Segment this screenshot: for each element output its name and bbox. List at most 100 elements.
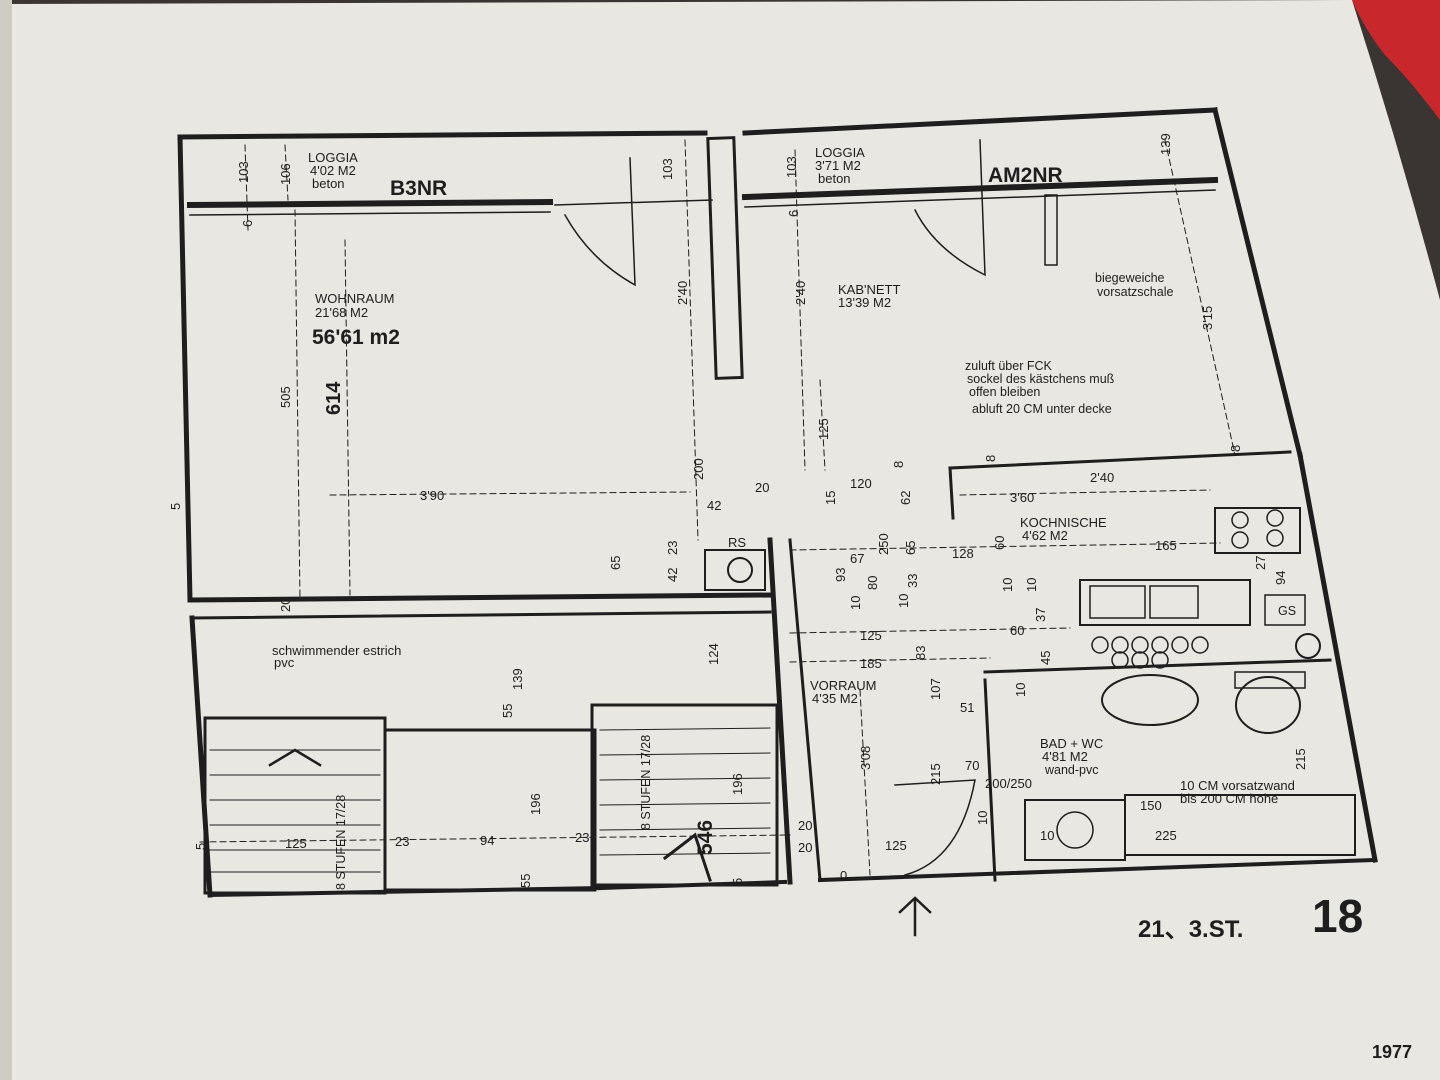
- dim-5-c: 5: [168, 503, 183, 510]
- dim-60-a: 60: [992, 536, 1007, 550]
- dim-8-b: 8: [983, 455, 998, 462]
- dim-15: 15: [823, 491, 838, 505]
- kabinett-title: KAB'NETT: [838, 282, 900, 297]
- dim-196-a: 196: [528, 793, 543, 815]
- wall-top-right: [742, 107, 1218, 136]
- gs-label: GS: [1278, 604, 1296, 618]
- dim-20-d: 20: [798, 840, 812, 855]
- dim-614: 614: [323, 381, 345, 415]
- dim-6-a: 6: [240, 220, 255, 227]
- toilet: [1235, 676, 1301, 734]
- wall-vorraum-left: [767, 537, 793, 885]
- dim-23-b: 23: [395, 834, 409, 849]
- stove-burner-2: [1266, 509, 1284, 527]
- dim-107: 107: [928, 678, 943, 700]
- dim-27: 27: [1253, 556, 1268, 570]
- dim-70: 70: [965, 758, 979, 773]
- dim-51: 51: [960, 700, 974, 715]
- unit-left-code: B3NR: [390, 177, 447, 200]
- dim-94-b: 94: [480, 833, 494, 848]
- floor-number: 18: [1312, 890, 1363, 942]
- stair-arrow-chevron: [268, 748, 322, 767]
- dim-80: 80: [865, 576, 880, 590]
- vorraum-title: VORRAUM: [810, 678, 876, 693]
- dim-10-f: 10: [975, 811, 990, 825]
- dim-83: 83: [913, 646, 928, 660]
- stair-treads-right: [599, 727, 771, 856]
- dim-124: 124: [706, 643, 721, 665]
- dim-240-c: 2'40: [1090, 470, 1114, 485]
- dim-315: 3'15: [1200, 306, 1215, 330]
- loggia-right-material: beton: [818, 171, 851, 186]
- wall-vorraum-left-2: [788, 538, 822, 882]
- dim-250: 250: [876, 533, 891, 555]
- ventilation-note-3: offen bleiben: [969, 385, 1040, 399]
- estrich-line-2: pvc: [274, 655, 295, 670]
- stufen-left-label: 8 STUFEN 17/28: [334, 795, 348, 890]
- dim-45: 45: [1038, 651, 1053, 665]
- unit-right-code: AM2NR: [988, 164, 1063, 187]
- dim-240-b: 2'40: [793, 281, 808, 305]
- loggia-right-title: LOGGIA: [815, 145, 865, 160]
- dim-125-c: 125: [885, 838, 907, 853]
- dim-10-b: 10: [896, 594, 911, 608]
- kitchen-sink-bowl-2: [1149, 585, 1199, 619]
- dim-8-c: 8: [1228, 445, 1243, 452]
- biegeweiche-line-1: biegeweiche: [1095, 271, 1165, 285]
- vorsatzwand-line-1: 10 CM vorsatzwand: [1180, 778, 1295, 793]
- dim-42: 42: [707, 498, 721, 513]
- washbasin: [1101, 674, 1199, 726]
- year-stamp: 1977: [1372, 1042, 1412, 1062]
- wohnraum-title: WOHNRAUM: [315, 291, 394, 306]
- dim-390: 3'90: [420, 488, 444, 503]
- kitchen-sink-bowl-1: [1089, 585, 1146, 619]
- dim-215-b: 215: [1293, 748, 1308, 770]
- dim-505: 505: [278, 386, 293, 408]
- kochnische-title: KOCHNISCHE: [1020, 515, 1107, 530]
- ventilation-note-2: sockel des kästchens muß: [967, 372, 1115, 386]
- dim-33: 33: [905, 574, 920, 588]
- wohnraum-area: 21'68 M2: [315, 305, 368, 320]
- rs-label: RS: [728, 535, 746, 550]
- wall-top-left: [177, 130, 708, 140]
- door-swing-kabinett: [913, 139, 986, 277]
- dim-23-a: 23: [665, 541, 680, 555]
- room-labels: LOGGIA 4'02 M2 beton B3NR LOGGIA 3'71 M2…: [272, 145, 1412, 1062]
- stair-big-number: 546: [694, 820, 717, 855]
- stove-burner-4: [1266, 529, 1284, 547]
- dim-20-b: 20: [278, 598, 293, 612]
- dim-225: 225: [1155, 828, 1177, 843]
- wall-left-lower: [189, 615, 213, 898]
- wall-bottom-right: [817, 857, 1378, 883]
- dim-0: 0: [840, 868, 847, 883]
- dimension-labels: 103 106 6 103 103 6 139 2'40 2'40 505 61…: [168, 133, 1308, 888]
- dim-10-g: 10: [1040, 828, 1054, 843]
- door-swing-vorraum: [894, 779, 976, 876]
- paper-shadow-left: [0, 0, 12, 1080]
- ventilation-note-1: zuluft über FCK: [965, 359, 1053, 373]
- dim-103-a: 103: [236, 161, 251, 183]
- ventilation-note-4: abluft 20 CM unter decke: [972, 402, 1112, 416]
- floor-plan: [177, 106, 1378, 937]
- loggia-rail-left-2: [189, 211, 551, 216]
- shower-drain: [1056, 811, 1094, 849]
- dim-125-b: 125: [285, 836, 307, 851]
- loggia-rail-right-2: [744, 189, 1216, 208]
- wall-kitchen-top: [948, 450, 1292, 470]
- stair-k-mark: [662, 832, 712, 882]
- dim-185: 185: [860, 656, 882, 671]
- loggia-left-title: LOGGIA: [308, 150, 358, 165]
- loggia-right-area: 3'71 M2: [815, 158, 861, 173]
- dim-103-b: 103: [660, 158, 675, 180]
- kochnische-area: 4'62 M2: [1022, 528, 1068, 543]
- total-area: 56'61 m2: [312, 326, 400, 349]
- gas-meter-circle: [1295, 633, 1321, 659]
- loggia-left-area: 4'02 M2: [310, 163, 356, 178]
- dim-200: 200: [691, 458, 706, 480]
- fridge-box: [1264, 594, 1306, 626]
- wall-bath-left: [983, 678, 997, 882]
- red-fabric-corner: [1352, 0, 1440, 120]
- dim-360: 3'60: [1010, 490, 1034, 505]
- dim-125-v: 125: [816, 418, 831, 440]
